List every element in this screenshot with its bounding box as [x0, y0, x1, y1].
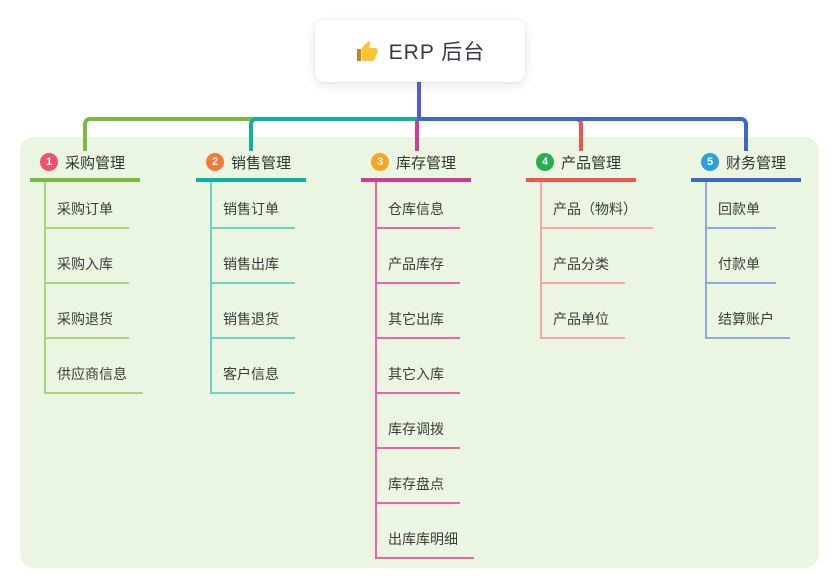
branch-inventory: 3 库存管理 仓库信息 产品库存 其它出库 其它入库 库存调拨 库存盘点 出库库…	[361, 150, 531, 559]
branch-title-sales[interactable]: 2 销售管理	[196, 150, 306, 182]
connector-stem	[417, 82, 421, 121]
topic-node[interactable]: 其它入库	[377, 339, 531, 394]
branch-finance: 5 财务管理 回款单 付款单 结算账户	[691, 150, 839, 339]
priority-badge-4: 4	[536, 153, 554, 171]
connector-branch-5	[419, 117, 748, 151]
root-node[interactable]: ERP 后台	[315, 20, 525, 82]
root-label: ERP 后台	[388, 41, 486, 64]
branch-items: 采购订单 采购入库 采购退货 供应商信息	[44, 182, 200, 394]
topic-node[interactable]: 采购订单	[46, 182, 200, 229]
branch-title-finance[interactable]: 5 财务管理	[691, 150, 801, 182]
topic-node[interactable]: 出库库明细	[377, 504, 531, 559]
topic-node[interactable]: 库存调拨	[377, 394, 531, 449]
topic-node[interactable]: 客户信息	[212, 339, 366, 394]
branch-label: 销售管理	[231, 154, 292, 172]
priority-badge-5: 5	[701, 153, 719, 171]
branch-label: 产品管理	[561, 154, 622, 172]
topic-node[interactable]: 结算账户	[707, 284, 839, 339]
topic-node[interactable]: 库存盘点	[377, 449, 531, 504]
branch-label: 库存管理	[396, 154, 457, 172]
topic-node[interactable]: 回款单	[707, 182, 839, 229]
priority-badge-1: 1	[40, 153, 58, 171]
thumbs-up-icon	[355, 39, 379, 63]
branch-title-purchase[interactable]: 1 采购管理	[30, 150, 140, 182]
branch-items: 产品（物料） 产品分类 产品单位	[540, 182, 696, 339]
topic-node[interactable]: 销售退货	[212, 284, 366, 339]
branch-label: 财务管理	[726, 154, 787, 172]
branch-title-product[interactable]: 4 产品管理	[526, 150, 636, 182]
branch-label: 采购管理	[65, 154, 126, 172]
branch-purchase: 1 采购管理 采购订单 采购入库 采购退货 供应商信息	[30, 150, 200, 394]
topic-node[interactable]: 其它出库	[377, 284, 531, 339]
topic-node[interactable]: 付款单	[707, 229, 839, 284]
branch-items: 仓库信息 产品库存 其它出库 其它入库 库存调拨 库存盘点 出库库明细	[375, 182, 531, 559]
priority-badge-2: 2	[206, 153, 224, 171]
topic-node[interactable]: 销售出库	[212, 229, 366, 284]
topic-node[interactable]: 销售订单	[212, 182, 366, 229]
topic-node[interactable]: 产品库存	[377, 229, 531, 284]
topic-node[interactable]: 产品单位	[542, 284, 696, 339]
topic-node[interactable]: 产品（物料）	[542, 182, 696, 229]
topic-node[interactable]: 仓库信息	[377, 182, 531, 229]
branches-panel	[20, 137, 819, 568]
topic-node[interactable]: 产品分类	[542, 229, 696, 284]
branch-items: 回款单 付款单 结算账户	[705, 182, 839, 339]
branch-product: 4 产品管理 产品（物料） 产品分类 产品单位	[526, 150, 696, 339]
connector-branch-2	[249, 117, 419, 151]
priority-badge-3: 3	[371, 153, 389, 171]
topic-node[interactable]: 供应商信息	[46, 339, 200, 394]
topic-node[interactable]: 采购退货	[46, 284, 200, 339]
topic-node[interactable]: 采购入库	[46, 229, 200, 284]
branch-title-inventory[interactable]: 3 库存管理	[361, 150, 471, 182]
branch-items: 销售订单 销售出库 销售退货 客户信息	[210, 182, 366, 394]
branch-sales: 2 销售管理 销售订单 销售出库 销售退货 客户信息	[196, 150, 366, 394]
connector-branch-3	[415, 120, 419, 151]
